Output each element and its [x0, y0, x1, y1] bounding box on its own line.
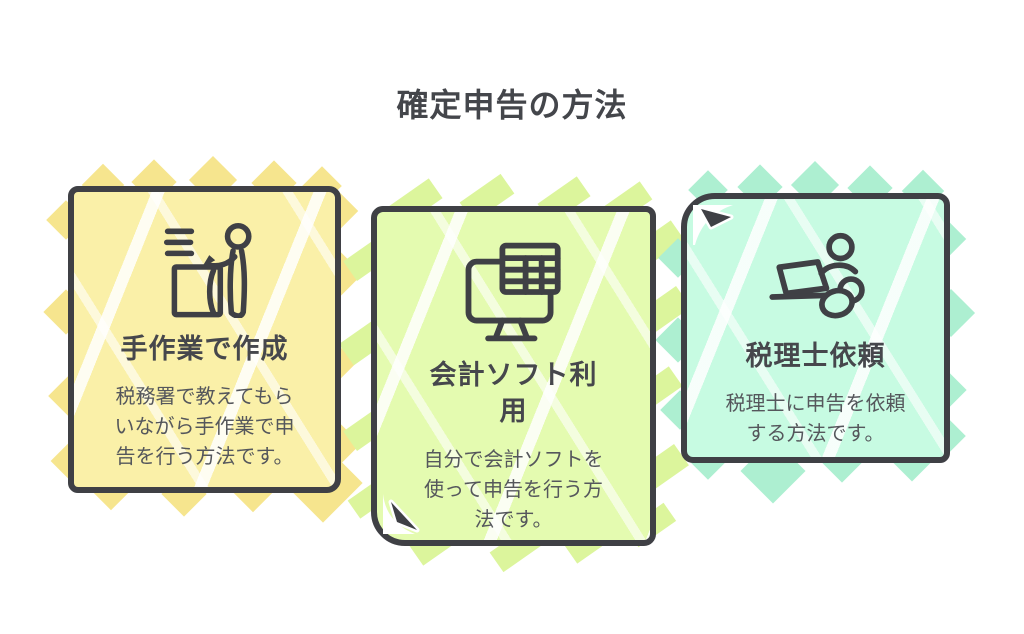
card-description: 自分で会計ソフトを使って申告を行う方法です。: [423, 446, 604, 531]
page-title: 確定申告の方法: [396, 86, 628, 124]
card-title: 会計ソフト利用: [429, 360, 598, 428]
card-description: 税務署で教えてもらいながら手作業で申告を行う方法です。: [114, 384, 295, 469]
laptop-accountant-icon: [763, 227, 869, 325]
card-description: 税理士に申告を依頼する方法です。: [725, 391, 906, 446]
computer-with-spreadsheet-icon: [456, 240, 572, 344]
card-title: 税理士依頼: [745, 341, 886, 372]
card-manual-creation: 手作業で作成 税務署で教えてもらいながら手作業で申告を行う方法です。: [68, 186, 341, 493]
card-tax-accountant: 税理士依頼 税理士に申告を依頼する方法です。: [681, 193, 950, 463]
card-title: 手作業で作成: [120, 334, 289, 365]
card-accounting-software: 会計ソフト利用 自分で会計ソフトを使って申告を行う方法です。: [371, 206, 656, 546]
page-curl-top-left: [693, 205, 734, 245]
person-writing-at-counter-icon: [153, 216, 257, 318]
